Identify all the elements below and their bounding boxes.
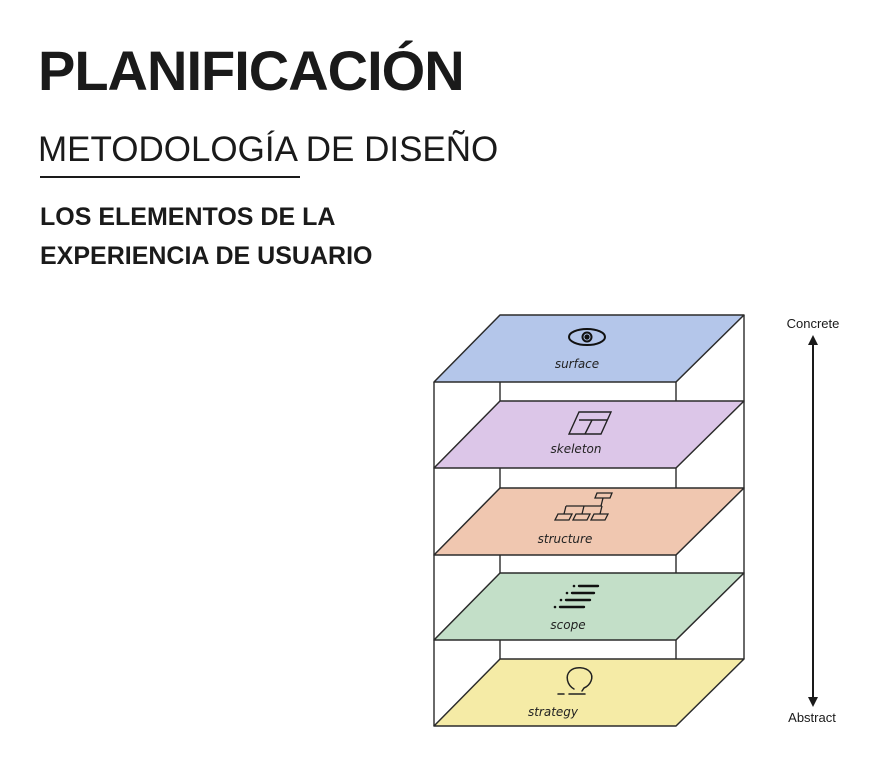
layer-structure: structure <box>433 487 745 556</box>
layer-plane <box>433 487 745 556</box>
layer-label: skeleton <box>551 442 602 456</box>
axis-label-top: Concrete <box>787 316 840 331</box>
lightbulb-icon <box>557 667 593 695</box>
layer-strategy: strategy <box>433 658 745 727</box>
page-title: PLANIFICACIÓN <box>38 39 465 102</box>
eye-icon <box>568 328 606 346</box>
section-heading: LOS ELEMENTOS DE LA EXPERIENCIA DE USUAR… <box>40 198 460 276</box>
layer-plane <box>433 658 745 727</box>
arrow-down-icon <box>808 697 818 707</box>
abstraction-axis: Concrete Abstract <box>787 316 840 725</box>
section-heading-line: LOS ELEMENTOS DE LA <box>40 203 336 231</box>
layer-surface: surface <box>433 314 745 383</box>
layer-label: surface <box>555 357 599 371</box>
sitemap-icon <box>553 492 613 521</box>
section-heading-line: EXPERIENCIA DE USUARIO <box>40 242 373 270</box>
layer-plane <box>433 572 745 641</box>
layer-label: scope <box>550 618 585 632</box>
axis-label-bottom: Abstract <box>788 710 836 725</box>
layer-skeleton: skeleton <box>433 400 745 469</box>
list-icon <box>553 584 600 609</box>
arrow-up-icon <box>808 335 818 345</box>
layer-label: strategy <box>528 705 579 719</box>
layer-scope: scope <box>433 572 745 641</box>
divider <box>40 176 300 178</box>
layer-plane <box>433 314 745 383</box>
layout-icon <box>567 411 613 435</box>
page-subtitle: METODOLOGÍA DE DISEÑO <box>38 130 499 169</box>
layer-label: structure <box>538 532 593 546</box>
